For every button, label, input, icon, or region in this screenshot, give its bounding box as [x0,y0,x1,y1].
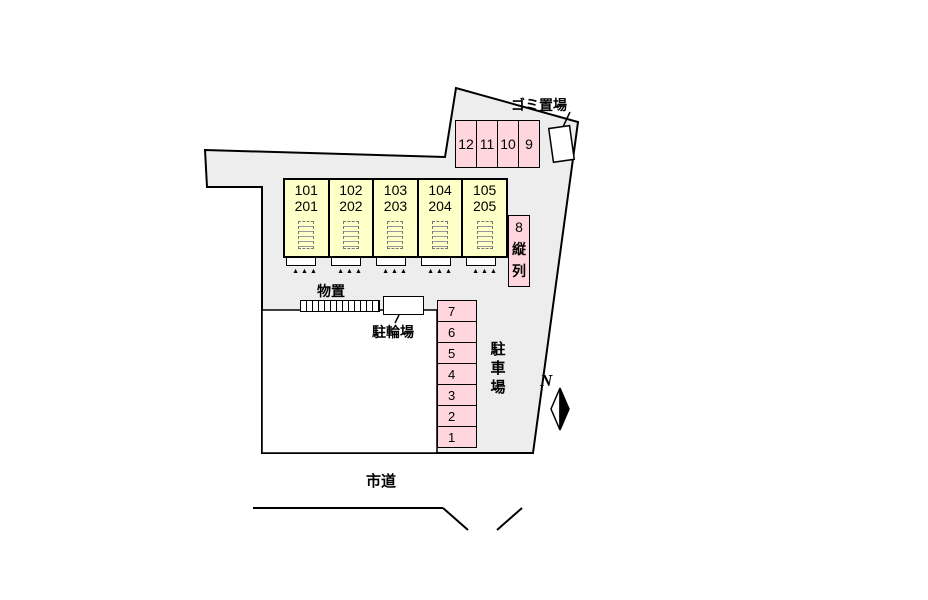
compass-needle-right-icon [559,387,570,431]
entrance-marks: ▲▲▲ [382,268,409,275]
parking-space-10: 10 [497,120,519,168]
unit-lower-number: 201 [294,198,318,214]
entrance-marks: ▲▲▲ [427,268,454,275]
unit-upper-number: 102 [339,182,363,198]
tandem-number: 8 [515,219,523,235]
unit-numbers: 103 203 [384,180,407,214]
unit-upper-number: 103 [383,182,408,198]
road-driveway-right-line [496,507,523,531]
unit-upper-number: 105 [472,182,497,198]
unit-102-202: 102 202 [330,180,375,256]
bicycle-parking-area [383,296,424,315]
porch-step [376,257,406,266]
entrance-porch: ▲▲▲ [463,257,508,281]
storage-label: 物置 [317,283,345,299]
parking-lot-label: 駐車場 [490,341,506,396]
unit-upper-number: 101 [294,182,318,198]
compass-needle-left-icon [550,387,561,431]
compass-north-label: N [540,371,553,390]
porch-step [421,257,451,266]
road-driveway-left-line [442,507,469,531]
bicycle-label: 駐輪場 [372,324,414,340]
bicycle-leader-line [394,314,400,324]
apartment-building: 101 201 102 202 103 203 104 204 [283,178,508,258]
entrance-porch-row: ▲▲▲ ▲▲▲ ▲▲▲ ▲▲▲ ▲▲▲ [283,257,508,281]
unit-104-204: 104 204 [419,180,464,256]
entrance-porch: ▲▲▲ [373,257,418,281]
road-label: 市道 [366,473,397,490]
garbage-label: ゴミ置場 [511,97,567,113]
parking-space-9: 9 [518,120,540,168]
parking-space-4: 4 [437,363,477,385]
entrance-marks: ▲▲▲ [472,268,499,275]
unit-lower-number: 202 [339,198,363,214]
parking-space-2: 2 [437,405,477,427]
unit-numbers: 102 202 [339,180,362,214]
storage-lockers [300,300,380,312]
parking-space-1: 1 [437,426,477,448]
parking-space-6: 6 [437,321,477,343]
inner-lot-area [261,309,438,454]
unit-lower-number: 203 [383,198,408,214]
entrance-porch: ▲▲▲ [418,257,463,281]
staircase-icon [342,221,359,249]
staircase-icon [298,221,315,249]
garbage-box [547,124,576,164]
parking-space-7: 7 [437,300,477,322]
unit-numbers: 105 205 [473,180,496,214]
unit-numbers: 101 201 [295,180,318,214]
porch-step [466,257,496,266]
entrance-porch: ▲▲▲ [328,257,373,281]
entrance-marks: ▲▲▲ [337,268,364,275]
parking-space-5: 5 [437,342,477,364]
unit-numbers: 104 204 [428,180,451,214]
unit-lower-number: 204 [428,198,452,214]
unit-lower-number: 205 [472,198,497,214]
staircase-icon [476,221,493,249]
parking-space-12: 12 [455,120,477,168]
parking-space-3: 3 [437,384,477,406]
tandem-label: 縦列 [512,241,526,279]
parking-column: 7 6 5 4 3 2 1 [437,300,477,448]
porch-step [286,257,316,266]
entrance-marks: ▲▲▲ [292,268,319,275]
staircase-icon [432,221,449,249]
unit-101-201: 101 201 [285,180,330,256]
unit-103-203: 103 203 [374,180,419,256]
unit-upper-number: 104 [428,182,452,198]
parking-space-11: 11 [476,120,498,168]
staircase-icon [387,221,404,249]
parking-row-top: 12 11 10 9 [455,120,540,168]
parking-space-8-tandem: 8 縦列 [508,215,530,287]
porch-step [331,257,361,266]
unit-105-205: 105 205 [463,180,506,256]
entrance-porch: ▲▲▲ [283,257,328,281]
